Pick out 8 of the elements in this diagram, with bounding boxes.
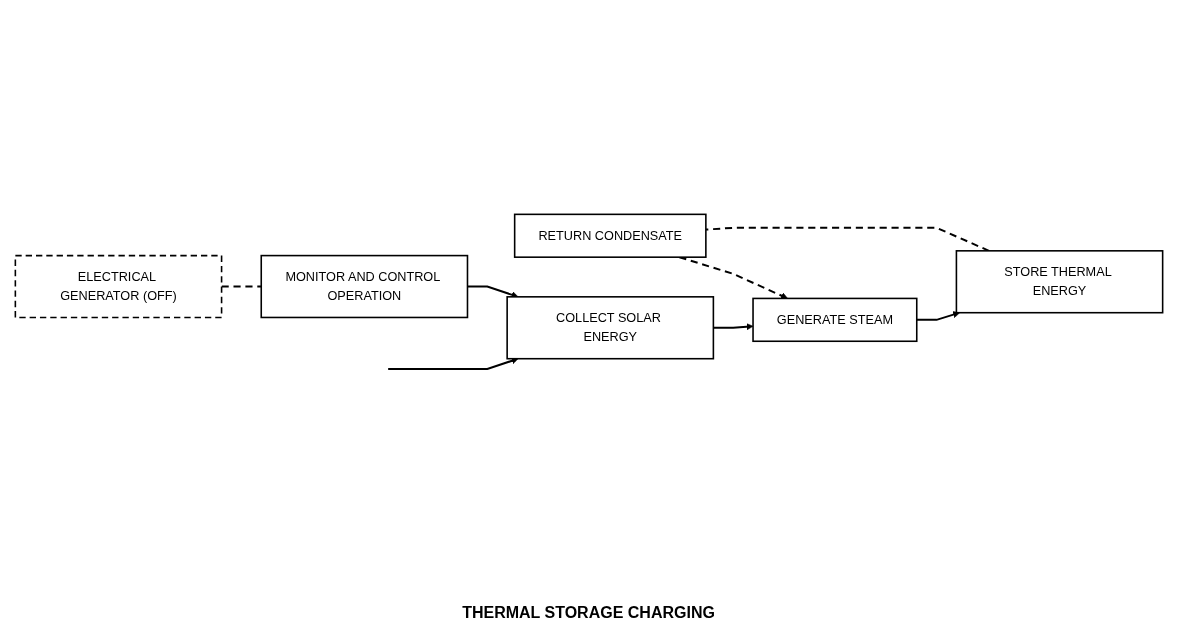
arrow [466,285,518,299]
node-box: ELECTRICAL GENERATOR (OFF) [14,255,222,319]
caption: THERMAL STORAGE CHARGING [462,604,715,622]
node-box: MONITOR AND CONTROL OPERATION [259,255,468,319]
node-box: STORE THERMAL ENERGY [955,250,1163,314]
node-box: GENERATE STEAM [751,298,918,343]
node-box: COLLECT SOLAR ENERGY [505,296,714,360]
node-box: RETURN CONDENSATE [513,213,707,259]
